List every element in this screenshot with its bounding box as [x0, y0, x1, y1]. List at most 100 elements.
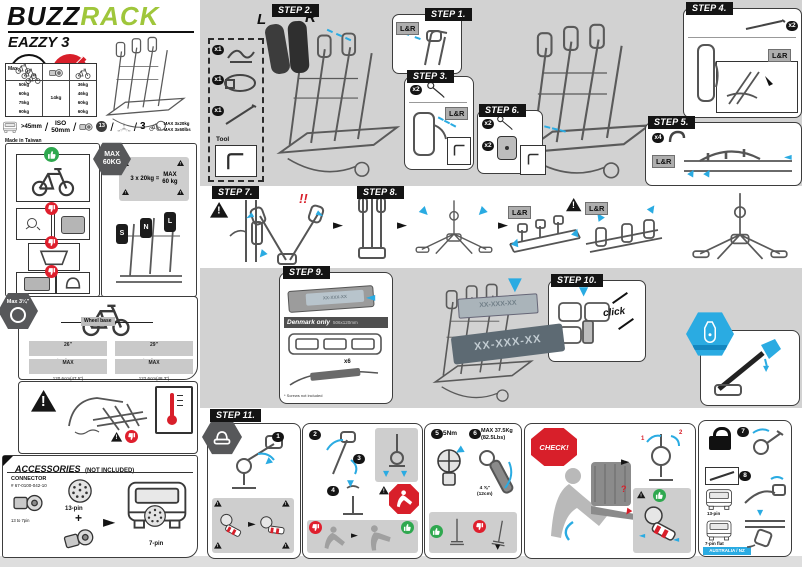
table-divider [6, 80, 96, 81]
lr-tag: L&R [445, 107, 469, 120]
accessories-title: ACCESSORIES (NOT INCLUDED) [15, 464, 135, 474]
arrow-right-icon: ► [333, 218, 343, 233]
plate-holder-sketch: XX-XXX-XX [287, 285, 375, 313]
step5-label: STEP 5. [648, 116, 695, 129]
arrow-right-icon: ► [351, 531, 358, 541]
car-exhaust-illustration [68, 397, 148, 435]
step11-check-box: CHECK! ? ▼ 2 1 ► ◄ ◄ [524, 423, 696, 559]
qty-badge: x2 [482, 141, 494, 151]
step11-torque-box: 5 5Nm 6 MAX 37.5Kg(82.5Lbs) ▼ 4 ⅝"(12cm)… [424, 423, 522, 559]
allen-key-icon [222, 149, 248, 173]
plate-panel: XX-XXX-XX ◄ Denmark only 506x120mm x6 * … [200, 266, 802, 408]
allowed-bikes-box [5, 143, 100, 297]
cable-routing-illustration [684, 149, 792, 172]
connector-label: CONNECTOR [11, 476, 47, 482]
no-childseat-frame [56, 272, 90, 294]
model-name: EAZZY 3 [8, 34, 70, 51]
child-seat-icon [65, 277, 81, 289]
rack-standing-illustration [688, 188, 792, 264]
warning-triangle-icon [177, 160, 184, 166]
warning-triangle-icon [379, 486, 389, 495]
page-footer-strip [0, 556, 802, 567]
tick [177, 400, 183, 401]
qty-badge: x2 [786, 21, 798, 31]
strap-routing-illustration [726, 71, 773, 105]
car-icon [2, 121, 18, 133]
spec-max-label: Max [8, 66, 18, 72]
qty-badge: x1 [212, 45, 224, 55]
pin13-label: 13-pin [707, 511, 721, 516]
accessories-box: ACCESSORIES (NOT INCLUDED) CONNECTOR # 6… [2, 455, 198, 558]
arm-illustration [697, 44, 719, 102]
legs-unfold-illustration [412, 190, 496, 264]
motor-icon [25, 218, 41, 231]
clearance-label: >45mm [21, 123, 42, 130]
warning-triangle-icon [214, 500, 222, 507]
thumbs-down-icon [473, 520, 486, 533]
plug-cable-illustration [744, 476, 786, 504]
tire-cell-26: 26"Tire diameter [29, 341, 107, 363]
pin13-icon: 13 [96, 121, 108, 132]
lift-technique-box: ► [307, 520, 418, 553]
person-bent-icon [321, 526, 347, 550]
step-number: 4 [327, 486, 339, 496]
platform-open-illustration [509, 215, 581, 253]
lr-tag: L&R [396, 22, 420, 35]
step4-label: STEP 4. [686, 2, 733, 15]
lever-icon [218, 508, 246, 546]
towbar-icon [46, 67, 66, 79]
socket-plug-illustration [745, 520, 785, 548]
step-number: 6 [469, 429, 481, 439]
separator: / [73, 119, 77, 134]
arm-length-illustration [479, 450, 514, 494]
towball-icon [79, 120, 93, 134]
lever-positions-box: ► [212, 498, 294, 553]
press-down-illustration [343, 485, 363, 515]
heat-warning-box [18, 381, 198, 454]
step1-label: STEP 1. [425, 8, 472, 21]
plus-icon: + [75, 511, 83, 525]
rack-folded-upright-illustration [358, 194, 386, 259]
qty-badge: x4 [652, 133, 664, 143]
towball-mount-illustration [232, 435, 283, 489]
divider [7, 472, 193, 473]
tool-box [520, 145, 546, 175]
arms-unfold-illustration [249, 204, 325, 265]
clamped-illustration [389, 434, 405, 467]
no-bag-frame [54, 208, 90, 240]
padlock-body [709, 436, 731, 450]
divider [688, 37, 796, 38]
pin7-label: 7-pin [149, 541, 164, 547]
connector-illustration [11, 490, 45, 516]
plate-snap-illustration [558, 302, 610, 344]
load-spec-table: Max 50kg 60kg 75kg 90kg 14kg 36kg 46kg 6… [5, 63, 97, 117]
bag-icon [61, 216, 85, 234]
max-tongue-load: MAX 37.5Kg(82.5Lbs) [481, 428, 513, 441]
clamp-badge [202, 419, 242, 455]
towball-capacity: 90kg [18, 109, 30, 114]
click-label: click [602, 305, 626, 320]
step-number: 5 [431, 429, 443, 439]
blue-arrow-icon: ◄ [366, 290, 376, 304]
qty-badge: x2 [410, 85, 422, 95]
badge-band [693, 344, 727, 350]
warning-triangle-icon [122, 189, 129, 195]
rod-part-icon [745, 19, 786, 30]
separator: / [133, 119, 138, 134]
arrow-right-icon: ► [498, 218, 508, 233]
allowed-load: 46kg [77, 91, 89, 96]
pin7flat-label: 7-pin flat [705, 541, 724, 546]
clamp-icon [213, 431, 231, 445]
warning-triangle-icon [214, 542, 222, 549]
foam-pad [287, 20, 310, 74]
blue-arrow-icon: ▼ [763, 364, 770, 373]
car-7pin-icon [705, 519, 733, 541]
person-upright-icon [361, 520, 394, 553]
warning-triangle-icon [637, 491, 646, 499]
torque-label: 5Nm [443, 430, 458, 437]
wheel-size-box: Wheel base 26"Tire diameter 29"Tire diam… [18, 296, 198, 381]
clamp-size-l: L [164, 212, 176, 232]
bike-icon [20, 67, 38, 79]
